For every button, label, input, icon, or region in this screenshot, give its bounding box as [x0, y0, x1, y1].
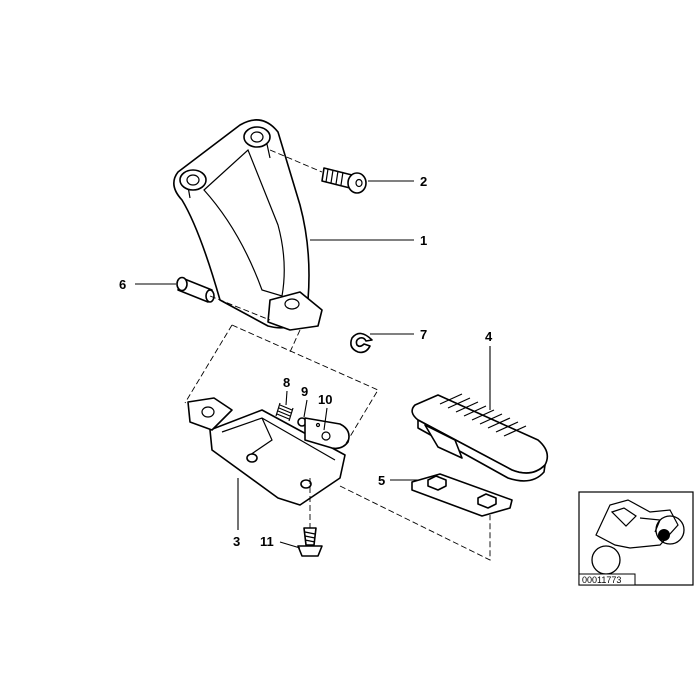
callout-7: 7 [420, 327, 427, 342]
callout-8: 8 [283, 375, 290, 390]
callout-5: 5 [378, 473, 385, 488]
footpeg-rubber-part [411, 393, 549, 482]
reference-number: 00011773 [582, 575, 621, 585]
callout-2: 2 [420, 174, 427, 189]
callout-6: 6 [119, 277, 126, 292]
callout-11: 11 [260, 534, 274, 549]
pin-part [176, 276, 215, 303]
screw-part [297, 527, 323, 557]
leader-lines [135, 180, 491, 549]
mounting-plate-part [411, 473, 513, 517]
detent-plate-part [304, 417, 350, 450]
callout-4: 4 [485, 329, 493, 344]
footrest-bracket-part [173, 119, 323, 331]
assembly-lines [184, 149, 491, 561]
bolt-part [321, 167, 367, 194]
callout-10: 10 [318, 392, 332, 407]
footpeg-part [187, 397, 346, 506]
motorcycle-icon [591, 499, 685, 575]
callout-1: 1 [420, 233, 427, 248]
thumbnail-locator: 00011773 [578, 491, 694, 586]
callout-9: 9 [301, 384, 308, 399]
spring-part [275, 402, 294, 422]
circlip-part [350, 332, 373, 354]
callout-3: 3 [233, 534, 240, 549]
